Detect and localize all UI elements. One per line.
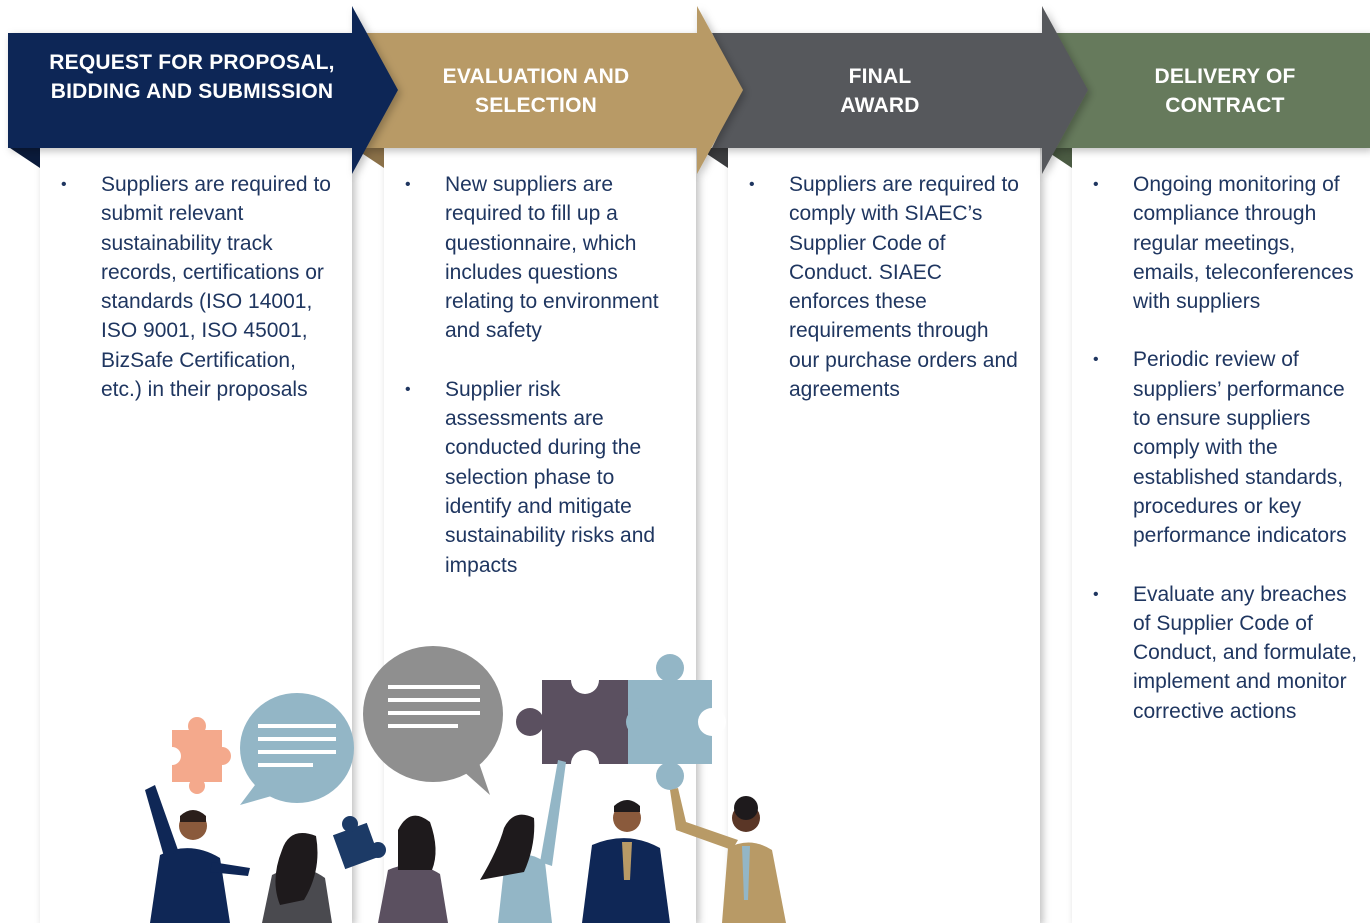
- puzzle-piece-icon: [626, 654, 726, 790]
- stage-4-body: Ongoing monitoring of compliance through…: [1072, 170, 1362, 755]
- stage-1-bullet: Suppliers are required to submit relevan…: [40, 170, 340, 404]
- business-people-illustration: [145, 760, 786, 923]
- stage-4-bullet: Periodic review of suppliers’ performanc…: [1072, 345, 1362, 550]
- stage-2-banner: [366, 6, 743, 174]
- stage-1-body: Suppliers are required to submit relevan…: [40, 170, 340, 433]
- stage-1-banner: [8, 6, 398, 174]
- stage-4-title: DELIVERY OF CONTRACT: [1154, 65, 1296, 117]
- stage-1-fold: [10, 148, 40, 168]
- speech-bubble-icon: [240, 693, 354, 805]
- puzzle-piece-icon: [516, 666, 628, 778]
- stage-4-bullet: Evaluate any breaches of Supplier Code o…: [1072, 580, 1362, 726]
- stage-3-banner: [712, 6, 1088, 174]
- stage-2-bullet: New suppliers are required to fill up a …: [384, 170, 680, 346]
- stage-4-banner: [1055, 33, 1370, 148]
- stage-4-bullet: Ongoing monitoring of compliance through…: [1072, 170, 1362, 316]
- stage-2-bullet: Supplier risk assessments are conducted …: [384, 375, 680, 580]
- stage-3-bullet: Suppliers are required to comply with SI…: [728, 170, 1024, 404]
- stage-1-title: REQUEST FOR PROPOSAL, BIDDING AND SUBMIS…: [49, 51, 335, 103]
- puzzle-piece-icon: [332, 816, 386, 870]
- speech-bubble-icon: [363, 646, 503, 795]
- stage-2-body: New suppliers are required to fill up a …: [384, 170, 680, 609]
- stage-3-bullet-list: Suppliers are required to comply with SI…: [728, 170, 1024, 404]
- stage-3-body: Suppliers are required to comply with SI…: [728, 170, 1024, 433]
- stage-2-bullet-list: New suppliers are required to fill up a …: [384, 170, 680, 580]
- puzzle-piece-icon: [163, 717, 231, 794]
- stage-1-bullet-list: Suppliers are required to submit relevan…: [40, 170, 340, 404]
- stage-2-title: EVALUATION AND SELECTION: [442, 65, 630, 117]
- stage-3-title: FINAL AWARD: [840, 65, 920, 117]
- stage-4-bullet-list: Ongoing monitoring of compliance through…: [1072, 170, 1362, 726]
